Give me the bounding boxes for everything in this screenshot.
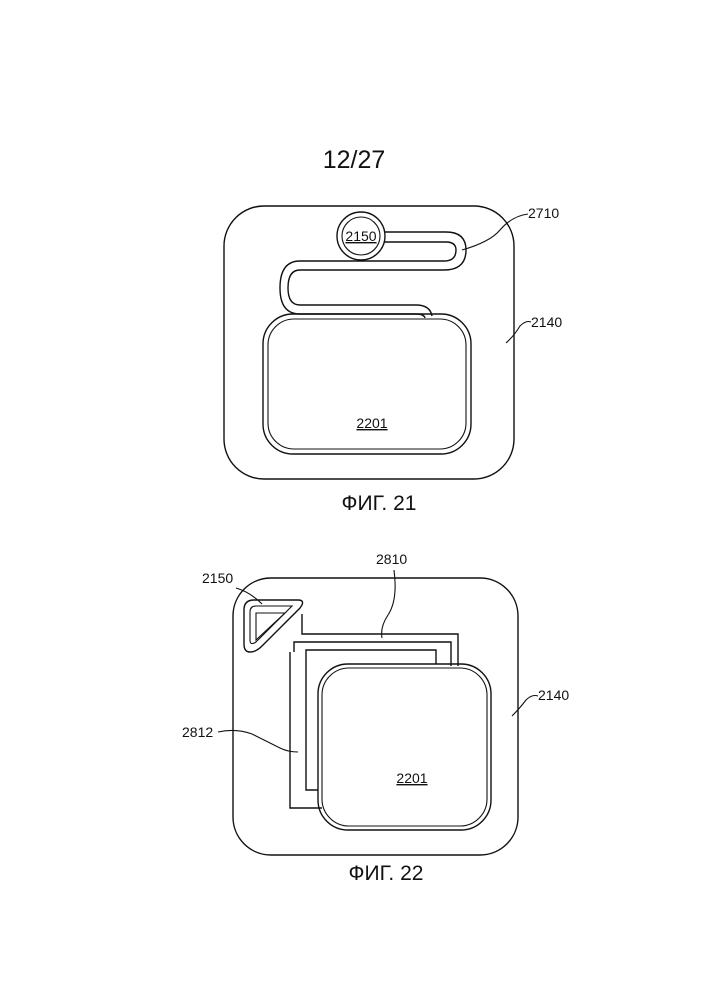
- fig22-channels: [290, 614, 458, 808]
- fig21-channel-label: 2710: [528, 205, 559, 221]
- fig22-channel-upper-label: 2810: [376, 551, 407, 567]
- figure-21-caption: ФИГ. 21: [0, 492, 708, 516]
- fig22-channel-lower-label: 2812: [182, 724, 213, 740]
- fig21-sensor-label: 2150: [345, 228, 376, 244]
- fig21-substrate-label: 2140: [531, 314, 562, 330]
- fig21-channel: [280, 232, 466, 318]
- fig21-leaders: 2710 2140: [462, 205, 562, 343]
- fig22-substrate-label: 2140: [538, 687, 569, 703]
- figure-21: 2150 2201 2710 2140: [224, 205, 562, 479]
- fig22-pad: 2201: [318, 664, 491, 830]
- fig22-substrate: [233, 578, 518, 855]
- fig21-pad: 2201: [263, 314, 471, 454]
- fig21-pad-label: 2201: [356, 415, 387, 431]
- fig22-pad-label: 2201: [396, 770, 427, 786]
- fig21-sensor: 2150: [337, 212, 385, 260]
- figure-22-caption: ФИГ. 22: [0, 862, 708, 886]
- figure-22: 2201 2150 2810 2812 2140: [182, 551, 569, 855]
- fig22-sensor-label: 2150: [202, 570, 233, 586]
- fig22-leaders: 2150 2810 2812 2140: [182, 551, 569, 752]
